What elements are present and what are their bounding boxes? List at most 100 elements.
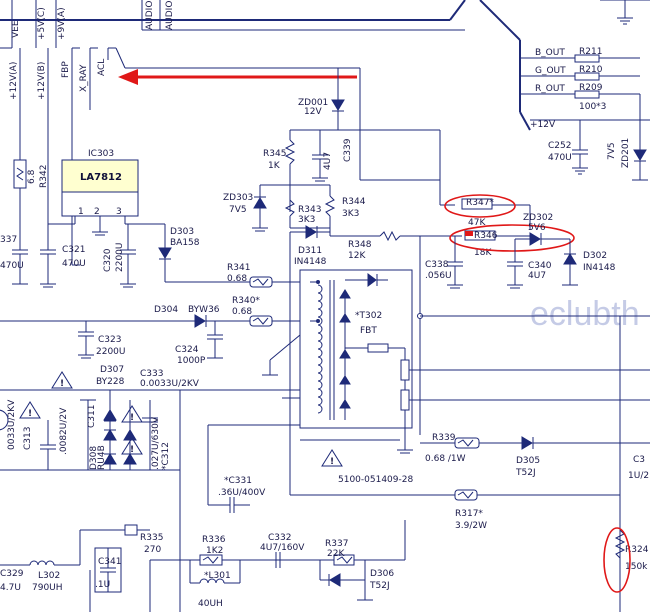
r337-d306 — [319, 520, 406, 601]
r341-value: 0.68 — [227, 274, 247, 284]
c341-ref: C341 — [98, 557, 121, 567]
ic303-part: LA7812 — [80, 172, 122, 183]
c324-value: 1000P — [177, 356, 206, 366]
r342-ref: R342 — [39, 165, 49, 188]
c332-ref: C332 — [268, 533, 291, 543]
zd001-value: 12V — [304, 107, 322, 117]
ic303-pin-3: 3 — [116, 207, 122, 217]
c320-value: 2200U — [115, 243, 125, 273]
d308-diode-stack — [0, 399, 180, 471]
bus-label-9v: +9V(A) — [57, 7, 67, 40]
r346-resistor — [455, 230, 530, 241]
l302-c329 — [0, 540, 81, 566]
d311-ref: D311 — [298, 246, 322, 256]
r344-ref: R344 — [342, 197, 366, 207]
out-label-r: R_OUT — [535, 84, 565, 94]
r345-ref: R345 — [263, 149, 286, 159]
main-wiring — [179, 232, 650, 612]
c337-ref: 337 — [0, 235, 17, 245]
r340-value: 0.68 — [232, 307, 252, 317]
zd302-value: 5V6 — [528, 223, 546, 233]
c321-value: 470U — [62, 259, 86, 269]
d303-value: BA158 — [170, 238, 200, 248]
l302-value: 790UH — [32, 583, 63, 593]
c340-value: 4U7 — [528, 271, 546, 281]
r348-value: 12K — [348, 251, 366, 261]
d304-diode — [0, 314, 250, 335]
r345-value: 1K — [268, 161, 281, 171]
watermark-text: eclubth — [530, 295, 640, 333]
warning-icon: ! — [19, 401, 41, 419]
r346-ref: R346 — [474, 231, 498, 241]
r317-resistor — [290, 489, 620, 501]
d305-value: T52J — [515, 468, 536, 478]
out-label-b: B_OUT — [535, 48, 565, 58]
r339-ref: R339 — [432, 433, 456, 443]
d304-ref: D304 — [154, 305, 178, 315]
r345-resistor — [284, 129, 338, 200]
c313-ref: C313 — [23, 427, 33, 450]
fbt-label: FBT — [360, 326, 377, 336]
d304-value: BYW36 — [188, 305, 220, 315]
r341-ref: R341 — [227, 263, 250, 273]
r209-ref: R209 — [579, 83, 603, 93]
d306-ref: D306 — [370, 569, 394, 579]
output-resistors — [574, 54, 600, 99]
d302-diode — [562, 253, 578, 286]
r337-ref: R337 — [325, 539, 348, 549]
d302-ref: D302 — [583, 251, 607, 261]
r348-resistor — [329, 228, 455, 242]
d308-value: RU4B — [97, 445, 107, 470]
c331-value: .36U/400V — [218, 488, 266, 498]
r317-ref: R317* — [455, 509, 483, 519]
out-label-g: G_OUT — [535, 66, 566, 76]
c331-ref: *C331 — [224, 476, 252, 486]
warning-icon: ! — [321, 449, 343, 467]
c340-capacitor — [507, 261, 523, 289]
bus-label-audio-1: AUDIO — [145, 1, 155, 30]
c324-capacitor — [207, 334, 223, 359]
ic303-ref: IC303 — [88, 149, 114, 159]
svg-text:!: ! — [330, 457, 334, 467]
fbt-part-number: 5100-051409-28 — [338, 475, 413, 485]
t302-ref: *T302 — [355, 311, 382, 321]
c311-value: .0082U/2V — [59, 407, 69, 455]
r324-resistor — [614, 529, 626, 559]
bus-label-5v: +5V(C) — [37, 7, 47, 40]
c321-ref: C321 — [62, 245, 85, 255]
c329-value: 4.7U — [0, 583, 21, 593]
r324-ref: R324 — [625, 545, 649, 555]
r346-highlight — [449, 224, 575, 252]
c332-capacitor — [268, 552, 320, 568]
c252-capacitor — [572, 120, 588, 175]
r344-value: 3K3 — [342, 209, 359, 219]
c331-capacitor — [208, 497, 250, 513]
r335-ref: R335 — [140, 533, 163, 543]
l302-ref: L302 — [38, 571, 60, 581]
bus-label-acl: ACL — [97, 59, 107, 76]
c312-ref: *C312 — [161, 442, 171, 470]
left-bus-labels: +12V(A) +12V(B) FBP X_RAY ACL — [9, 59, 107, 100]
d303-diode — [158, 224, 250, 283]
ic303-regulator — [48, 159, 165, 236]
bus-label-12va: +12V(A) — [9, 62, 19, 100]
r340-ref: R340* — [232, 296, 260, 306]
r336-ref: R336 — [202, 535, 226, 545]
r343-r344-resistors — [284, 184, 336, 229]
r317-value: 3.9/2W — [455, 521, 487, 531]
c323-value: 2200U — [96, 347, 126, 357]
r335-value: 270 — [144, 545, 161, 555]
c341-value: .1U — [95, 580, 110, 590]
d305-ref: D305 — [516, 456, 540, 466]
bus-label-12vb: +12V(B) — [37, 62, 47, 100]
r210-ref: R210 — [579, 65, 603, 75]
r337-value: 22K — [327, 549, 345, 559]
red-arrow — [118, 69, 357, 85]
r336-l301 — [149, 554, 290, 612]
left-bus-lines — [19, 47, 441, 266]
bus-label-fbp: FBP — [61, 61, 71, 78]
r342-resistor — [13, 159, 27, 189]
c313-value: 0033U/2KV — [7, 399, 17, 450]
r324-value: 150k — [625, 562, 648, 572]
